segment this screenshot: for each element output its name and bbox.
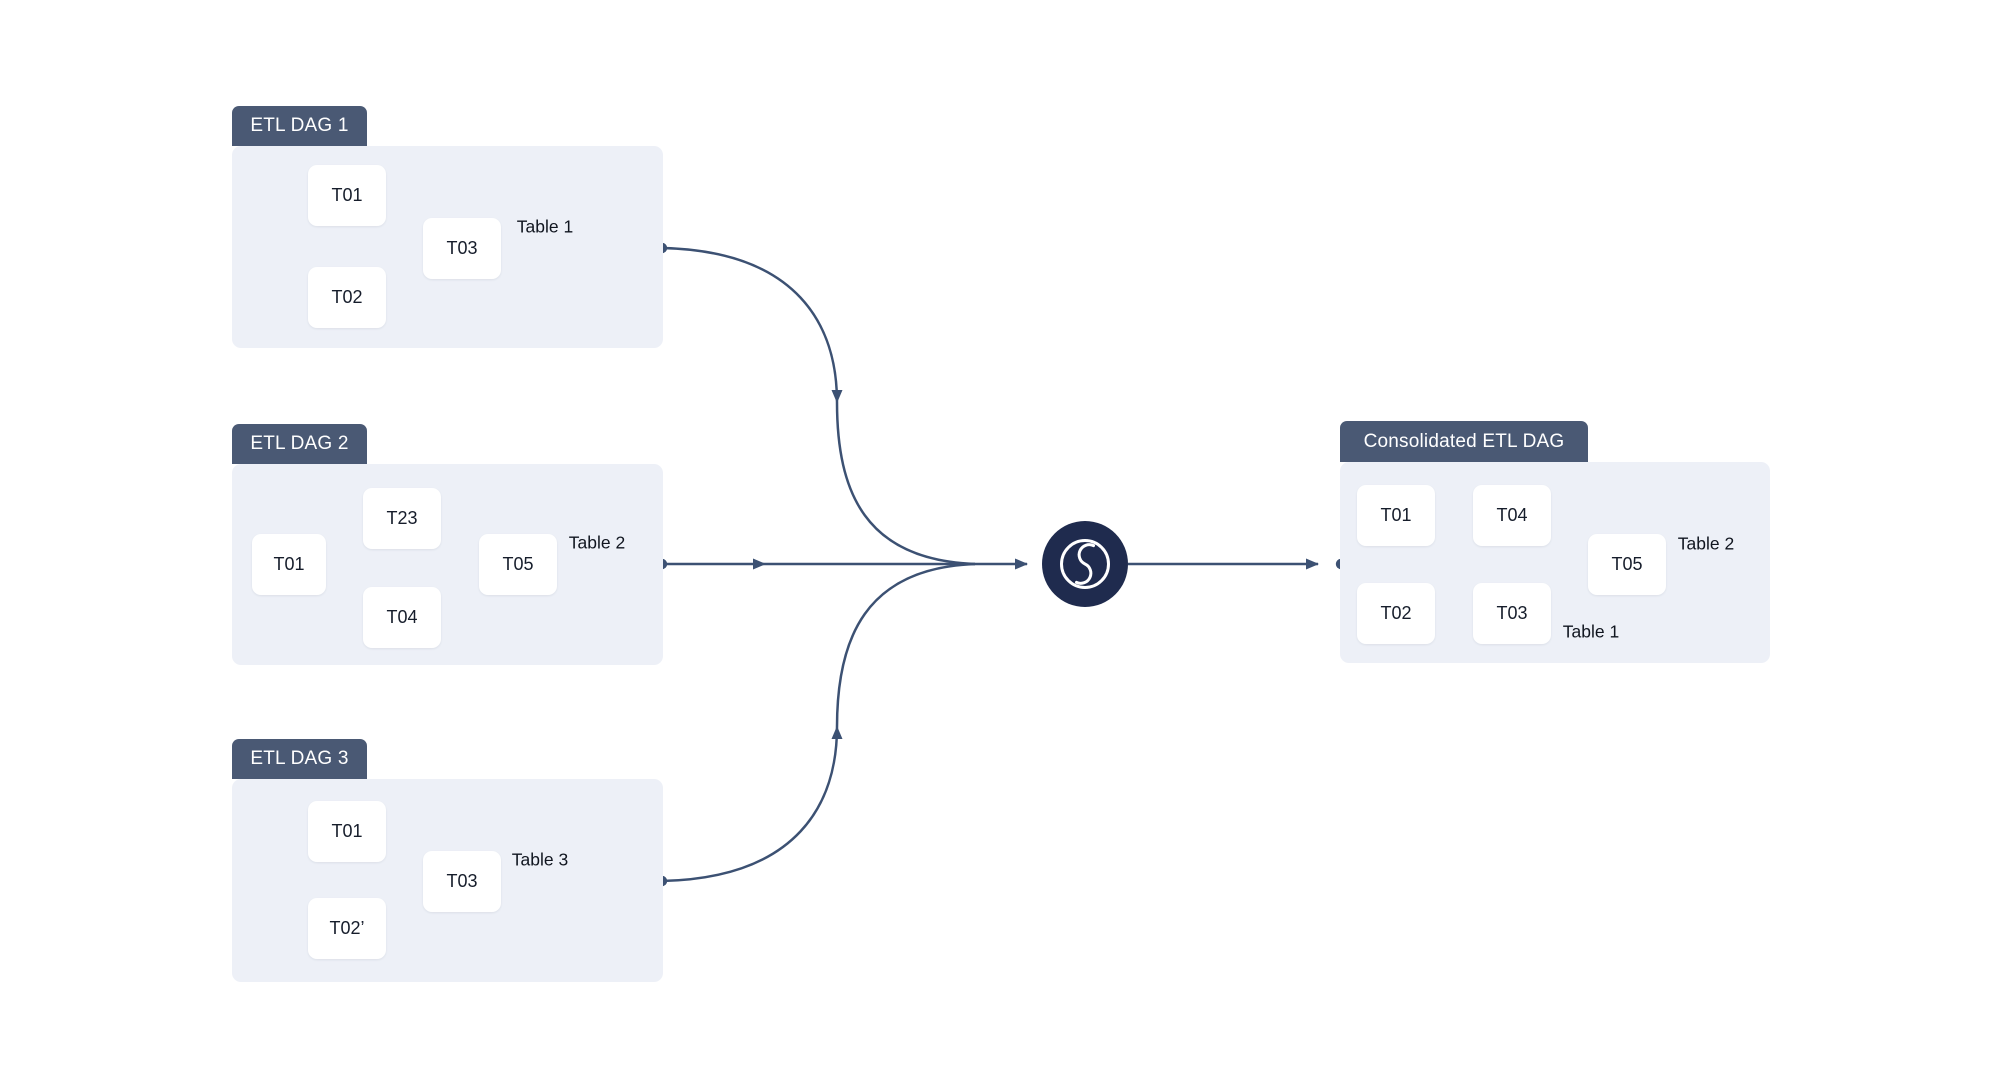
node-cons-t05: T05 (1588, 534, 1666, 595)
node-dag2-t04: T04 (363, 587, 441, 648)
group-header-consolidated-etl-dag: Consolidated ETL DAG (1340, 421, 1588, 462)
node-cons-t01: T01 (1357, 485, 1435, 546)
node-dag1-t03: T03 (423, 218, 501, 279)
node-dag2-t01: T01 (252, 534, 326, 595)
node-cons-t04: T04 (1473, 485, 1551, 546)
dag1-to-hub-edge (656, 242, 976, 566)
group-header-etl-dag-2: ETL DAG 2 (232, 424, 367, 464)
output-label-dag1-table-1: Table 1 (516, 216, 574, 237)
group-header-etl-dag-3: ETL DAG 3 (232, 739, 367, 779)
dag2-to-hub-edge (656, 558, 975, 570)
node-dag3-t02-prime: T02’ (308, 898, 386, 959)
node-dag1-t02: T02 (308, 267, 386, 328)
output-label-dag3-table-3: Table 3 (511, 849, 569, 870)
s-logo-icon (1042, 521, 1128, 607)
dag3-to-hub-edge (656, 562, 976, 887)
node-dag1-t01: T01 (308, 165, 386, 226)
group-header-etl-dag-1: ETL DAG 1 (232, 106, 367, 146)
node-dag2-t23: T23 (363, 488, 441, 549)
node-cons-t03: T03 (1473, 583, 1551, 644)
output-label-dag2-table-2: Table 2 (568, 532, 626, 553)
hub-to-consolidated-edge (1128, 558, 1347, 570)
node-dag2-t05: T05 (479, 534, 557, 595)
output-label-cons-table-1: Table 1 (1562, 621, 1620, 642)
node-dag3-t01: T01 (308, 801, 386, 862)
node-cons-t02: T02 (1357, 583, 1435, 644)
output-label-cons-table-2: Table 2 (1677, 533, 1735, 554)
node-dag3-t03: T03 (423, 851, 501, 912)
